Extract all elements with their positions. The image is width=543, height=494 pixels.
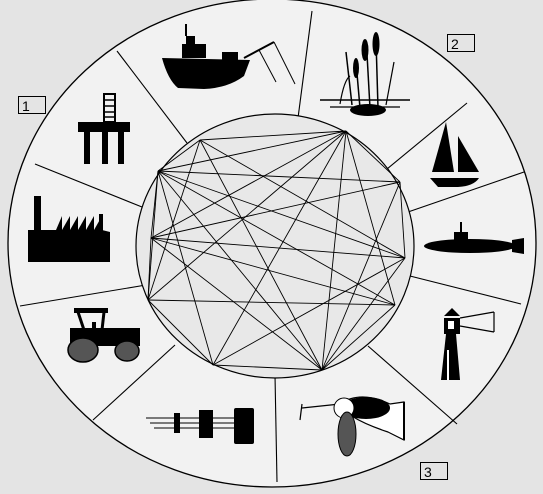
group-label-1: 1 [18, 96, 46, 114]
group-label-3: 3 [420, 462, 448, 480]
inner-circle [136, 114, 414, 378]
group-label-2: 2 [447, 34, 475, 52]
